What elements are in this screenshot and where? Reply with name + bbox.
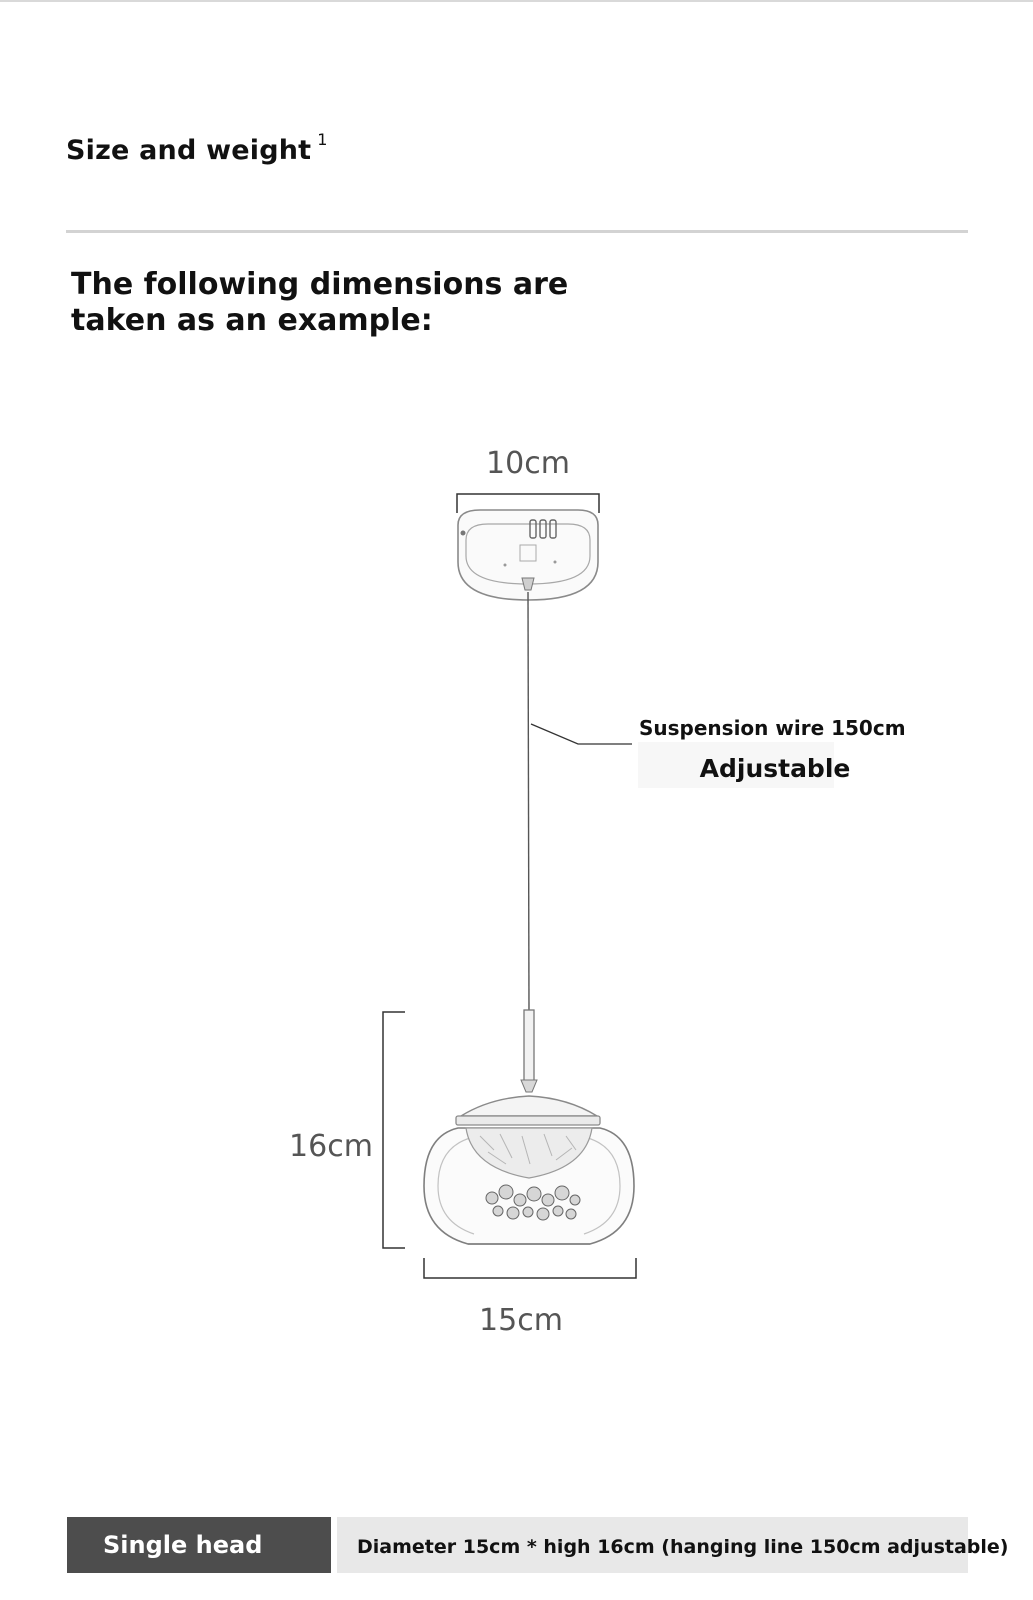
spec-label: Single head: [67, 1517, 331, 1573]
lamp-shade: [423, 1009, 635, 1245]
intro-text: The following dimensions are taken as an…: [71, 267, 568, 339]
wire-leader-line: [530, 723, 632, 745]
shade-height-bracket: [382, 1011, 405, 1249]
canopy-width-bracket: [456, 493, 600, 513]
wire-note: Adjustable: [700, 754, 851, 783]
ceiling-canopy: [457, 509, 599, 601]
spec-value: Diameter 15cm * high 16cm (hanging line …: [337, 1517, 1008, 1573]
wire-label-backdrop: [638, 742, 834, 788]
shade-height-label: 16cm: [289, 1129, 373, 1164]
section-divider: [66, 230, 968, 233]
intro-line-2: taken as an example:: [71, 303, 433, 338]
shade-diameter-label: 15cm: [479, 1303, 563, 1338]
canopy-width-label: 10cm: [486, 446, 570, 481]
top-rule: [0, 0, 1033, 2]
crystal-cluster: [485, 1184, 581, 1221]
section-title-text: Size and weight: [66, 135, 312, 166]
intro-line-1: The following dimensions are: [71, 267, 569, 302]
section-title-footnote: 1: [317, 130, 328, 149]
section-title: Size and weight 1: [66, 130, 328, 166]
spec-table: Single head Diameter 15cm * high 16cm (h…: [67, 1517, 1008, 1573]
shade-diameter-bracket: [423, 1258, 637, 1279]
suspension-wire: [527, 591, 530, 1013]
wire-label: Suspension wire 150cm: [639, 716, 906, 740]
